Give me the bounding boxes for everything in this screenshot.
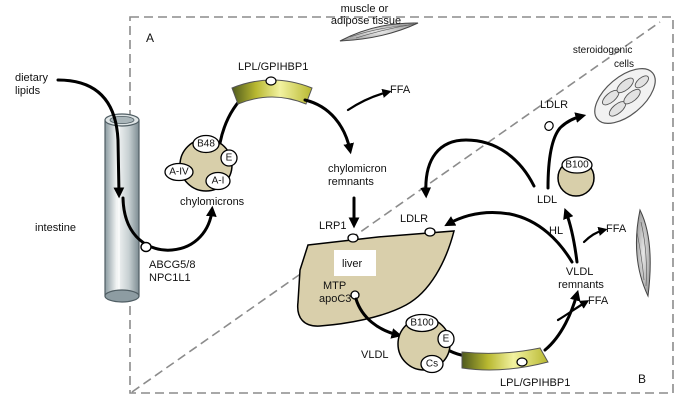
liver-label-box bbox=[334, 250, 376, 276]
vldl-remnants-label: VLDL remnants bbox=[558, 266, 604, 291]
chylomicron-particle: B48 E A-IV A-I bbox=[164, 134, 238, 192]
ldlr-liver-receptor bbox=[424, 227, 436, 237]
muscle-adipose-label: muscle or adipose tissue bbox=[331, 3, 401, 27]
svg-text:Cs: Cs bbox=[426, 359, 438, 370]
mtp-secretion-point bbox=[350, 290, 360, 300]
dietary-lipids-label: dietary lipids bbox=[15, 72, 51, 97]
svg-text:E: E bbox=[443, 334, 450, 345]
ffa-top-arrow bbox=[346, 88, 392, 112]
panel-label-a: A bbox=[146, 31, 154, 45]
svg-text:B100: B100 bbox=[565, 160, 589, 171]
hl-conversion-arrow bbox=[563, 207, 579, 264]
ldlr-cells-receptor bbox=[544, 121, 554, 131]
svg-text:A-IV: A-IV bbox=[169, 167, 189, 178]
liver-shape bbox=[296, 230, 455, 327]
mtp-apoc3-label: MTP apoC3 bbox=[319, 280, 351, 305]
apo-e-bubble: E bbox=[220, 149, 238, 167]
lpl-to-vldl-remnants-arrow bbox=[543, 289, 581, 352]
steroidogenic-cell bbox=[594, 68, 656, 124]
apo-e-vldl-bubble: E bbox=[437, 329, 455, 349]
vldl-label: VLDL bbox=[361, 349, 389, 361]
steroidogenic-cells-label: steroidogenic cells bbox=[573, 45, 635, 70]
lpl-band-top bbox=[231, 79, 313, 105]
svg-text:B48: B48 bbox=[197, 139, 215, 150]
ldl-particle: B100 bbox=[557, 156, 595, 197]
ffa-right-arrow bbox=[582, 226, 608, 244]
lpl-top-receptor bbox=[265, 76, 277, 86]
chylomicrons-label: chylomicrons bbox=[180, 196, 245, 208]
ldl-to-liver-arrow bbox=[420, 138, 536, 199]
ffa-right-label: FFA bbox=[606, 223, 627, 235]
intestine-label: intestine bbox=[35, 222, 76, 234]
muscle-spindle-top bbox=[339, 22, 419, 42]
dashed-diagonal bbox=[131, 21, 661, 393]
ldlr-cells-label: LDLR bbox=[540, 99, 568, 111]
muscle-spindle-top-fibers bbox=[349, 23, 415, 39]
panel-label-b: B bbox=[638, 372, 646, 386]
apo-b48-bubble: B48 bbox=[192, 134, 220, 154]
svg-text:A-I: A-I bbox=[212, 176, 225, 187]
muscle-spindle-right bbox=[635, 208, 651, 298]
dietary-lipids-arrow bbox=[56, 78, 125, 199]
lpl-band-bottom bbox=[461, 347, 549, 371]
lpl-bottom-receptor bbox=[516, 357, 528, 367]
transporter-receptor bbox=[140, 241, 152, 253]
hl-label: HL bbox=[549, 225, 563, 237]
chylomicron-remnants-label: chylomicron remnants bbox=[328, 163, 390, 188]
ffa-bottom-arrow bbox=[556, 300, 590, 322]
remnants-to-liver-ldlr-arrow bbox=[444, 210, 574, 264]
ldl-label: LDL bbox=[537, 194, 557, 206]
muscle-spindle-right-fibers bbox=[636, 221, 647, 287]
ffa-bottom-label: FFA bbox=[588, 295, 609, 307]
lpl-top-label: LPL/GPIHBP1 bbox=[238, 61, 308, 73]
ldl-to-steroidogenic-arrow bbox=[546, 112, 587, 190]
liver-label: liver bbox=[342, 258, 363, 270]
apo-cs-bubble: Cs bbox=[420, 354, 444, 374]
liver-to-vldl-arrow bbox=[354, 297, 403, 339]
svg-text:B100: B100 bbox=[410, 318, 434, 329]
apo-b100-bubble: B100 bbox=[405, 313, 439, 333]
transporters-label: ABCG5/8 NPC1L1 bbox=[149, 259, 199, 284]
intestine-tube bbox=[104, 113, 140, 303]
lrp1-receptor bbox=[347, 233, 359, 243]
intestine-to-chylomicrons-arrow bbox=[121, 196, 217, 252]
apo-a1-bubble: A-I bbox=[205, 171, 231, 191]
ffa-top-label: FFA bbox=[390, 84, 411, 96]
vldl-particle: B100 E Cs bbox=[397, 313, 455, 374]
dashed-frame bbox=[129, 16, 674, 394]
lrp1-label: LRP1 bbox=[319, 220, 347, 232]
apo-b100-ldl-bubble: B100 bbox=[561, 156, 593, 174]
svg-text:E: E bbox=[226, 153, 233, 164]
ldlr-liver-label: LDLR bbox=[400, 213, 428, 225]
apo-a4-bubble: A-IV bbox=[164, 162, 194, 182]
lpl-bottom-label: LPL/GPIHBP1 bbox=[500, 377, 570, 389]
lpl-to-remnants-arrow bbox=[303, 98, 354, 155]
